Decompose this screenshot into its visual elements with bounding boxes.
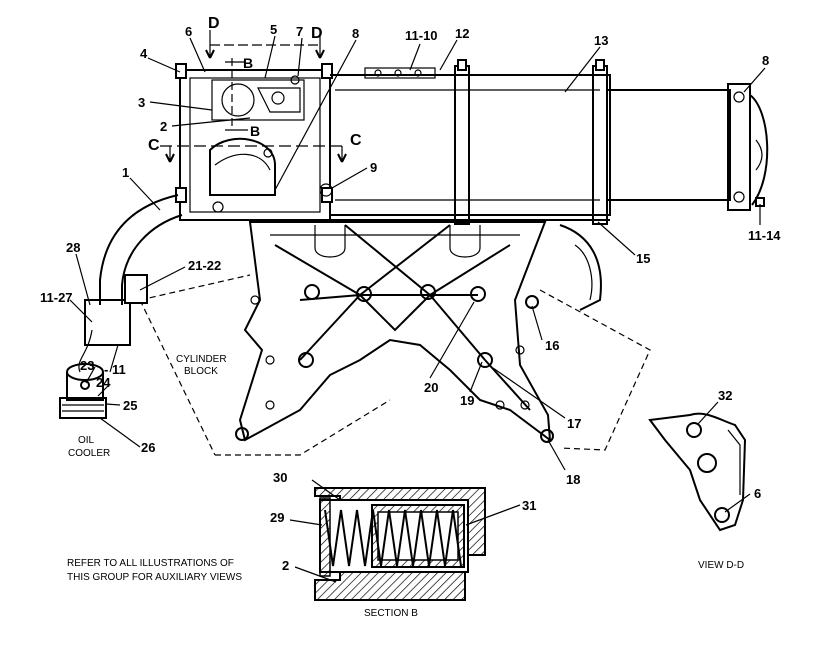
callout-17: 17 bbox=[567, 416, 581, 431]
callout-31: 31 bbox=[522, 498, 536, 513]
callout-11-27: 11-27 bbox=[40, 290, 73, 305]
callout-29: 29 bbox=[270, 510, 284, 525]
callout-6-view: 6 bbox=[754, 486, 761, 501]
housing-assembly bbox=[175, 59, 769, 225]
callout-26: 26 bbox=[141, 440, 155, 455]
callout-11: - 11 bbox=[104, 362, 126, 377]
section-mark-d-right: D bbox=[311, 25, 323, 42]
section-b-caption: SECTION B bbox=[364, 608, 418, 619]
mounting-bracket bbox=[235, 221, 602, 443]
section-mark-b-bottom: B bbox=[250, 123, 260, 139]
callout-15: 15 bbox=[636, 251, 650, 266]
section-marks: D D B B C C bbox=[148, 15, 362, 154]
oil-cooler-label-1: OIL bbox=[78, 435, 95, 446]
note-line-1: REFER TO ALL ILLUSTRATIONS OF bbox=[67, 558, 234, 569]
callout-20: 20 bbox=[424, 380, 438, 395]
callout-2-top: 2 bbox=[160, 119, 167, 134]
callout-25: 25 bbox=[123, 398, 137, 413]
callout-4: 4 bbox=[140, 46, 148, 61]
cylinder-block-label-2: BLOCK bbox=[184, 366, 218, 377]
callout-8-top: 8 bbox=[352, 26, 359, 41]
callout-21-22: 21-22 bbox=[188, 258, 221, 273]
callout-32: 32 bbox=[718, 388, 732, 403]
text-labels: CYLINDER BLOCK OIL COOLER SECTION B VIEW… bbox=[67, 354, 744, 619]
callout-2-section: 2 bbox=[282, 558, 289, 573]
callout-16: 16 bbox=[545, 338, 559, 353]
cylinder-block-outline bbox=[139, 274, 651, 456]
callout-28: 28 bbox=[66, 240, 80, 255]
callout-30: 30 bbox=[273, 470, 287, 485]
note-line-2: THIS GROUP FOR AUXILIARY VIEWS bbox=[67, 572, 242, 583]
callout-7: 7 bbox=[296, 24, 303, 39]
callout-3: 3 bbox=[138, 95, 145, 110]
callout-23: 23 bbox=[80, 358, 94, 373]
view-dd-caption: VIEW D-D bbox=[698, 560, 744, 571]
callout-11-14: 11-14 bbox=[748, 228, 781, 243]
oil-cooler-fitting bbox=[59, 363, 107, 419]
section-mark-c-left: C bbox=[148, 137, 160, 154]
callout-24: 24 bbox=[96, 375, 111, 390]
section-mark-b-top: B bbox=[243, 55, 253, 71]
callout-12: 12 bbox=[455, 26, 469, 41]
callout-13: 13 bbox=[594, 33, 608, 48]
section-mark-c-right: C bbox=[350, 132, 362, 149]
cylinder-block-label-1: CYLINDER bbox=[176, 354, 227, 365]
callout-numbers: 4 6 5 7 8 3 2 11-10 12 13 8 11-14 9 1 15… bbox=[40, 22, 781, 573]
view-dd-detail bbox=[648, 412, 747, 532]
oil-line bbox=[78, 194, 183, 373]
callout-1: 1 bbox=[122, 165, 129, 180]
leader-lines bbox=[69, 35, 766, 583]
callout-8-right: 8 bbox=[762, 53, 769, 68]
oil-cooler-label-2: COOLER bbox=[68, 448, 110, 459]
callout-18: 18 bbox=[566, 472, 580, 487]
callout-19: 19 bbox=[460, 393, 474, 408]
callout-9: 9 bbox=[370, 160, 377, 175]
section-mark-d-left: D bbox=[208, 15, 220, 32]
callout-6: 6 bbox=[185, 24, 192, 39]
callout-11-10: 11-10 bbox=[405, 28, 438, 43]
callout-5: 5 bbox=[270, 22, 277, 37]
section-b-detail bbox=[314, 487, 486, 601]
